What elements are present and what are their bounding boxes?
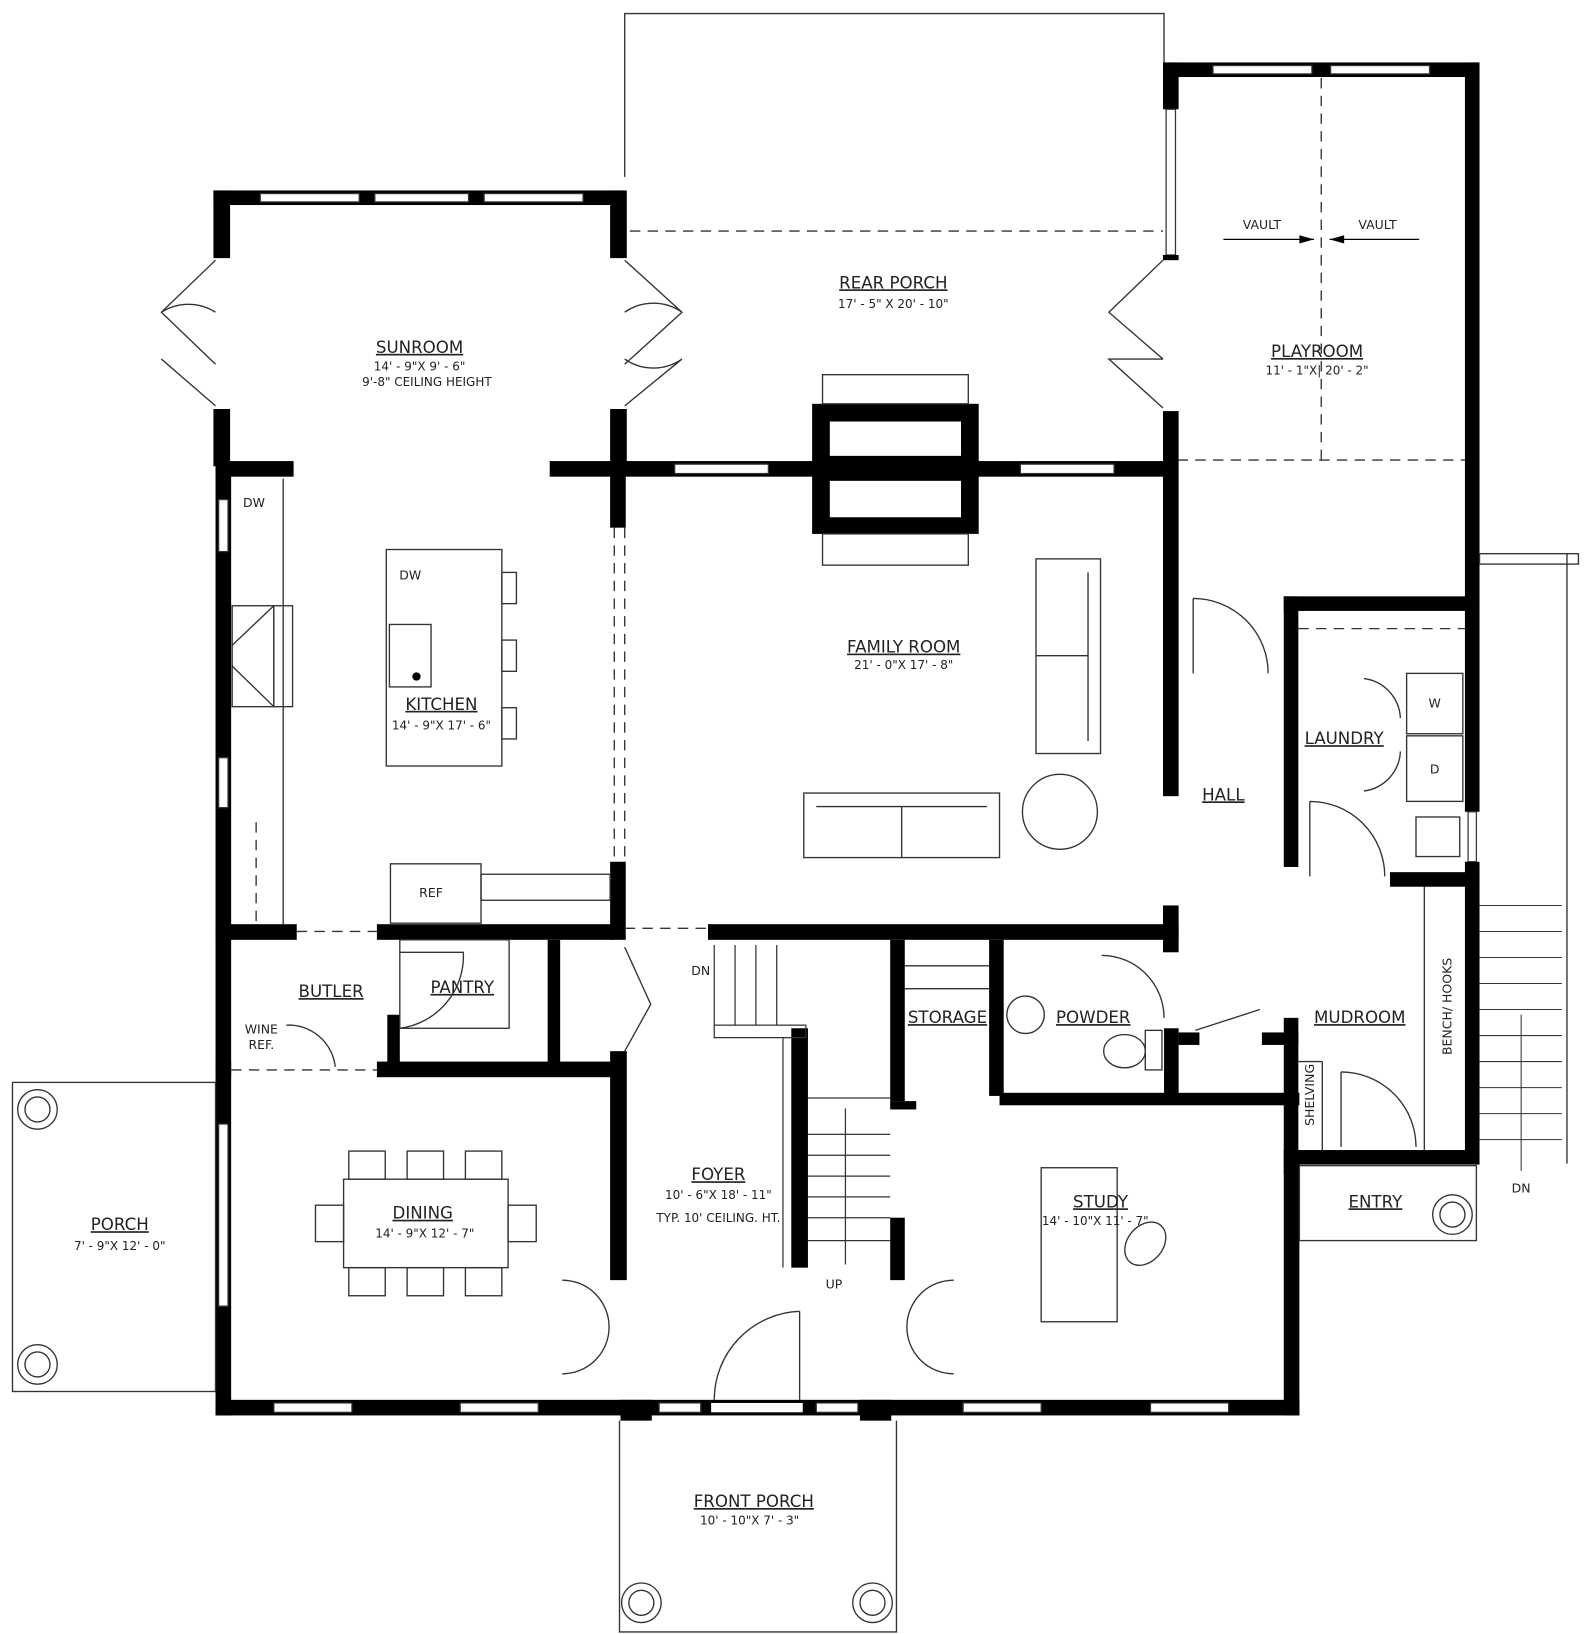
dining-label: DINING [393,1204,453,1223]
dryer [1405,735,1464,803]
playroom-vault-lines [1177,78,1465,461]
hall-label: HALL [1202,785,1245,804]
porch-label: PORCH [91,1215,149,1234]
laundry-label: LAUNDRY [1305,729,1385,748]
washer-label: W [1429,696,1441,711]
family-room-furniture [803,558,1102,859]
family-room-label: FAMILY ROOM [847,638,960,657]
front-porch-label: FRONT PORCH [694,1492,814,1511]
dw-island-label: DW [399,568,421,583]
vault-right-label: VAULT [1358,217,1397,232]
sink-icon [388,623,432,688]
playroom-dims: 11' - 1"X| 20' - 2" [1265,364,1368,378]
foyer-note: TYP. 10' CEILING. HT. [655,1211,780,1225]
exterior-stair [1478,553,1580,1171]
shelving-label: SHELVING [1302,1064,1317,1126]
sunroom-dims: 14' - 9"X 9' - 6" [374,360,466,374]
walls [213,62,1480,1421]
rear-porch-outline [624,12,1165,232]
rear-porch-dims: 17' - 5" X 20' - 10" [838,297,949,311]
interior-stair [713,945,891,1268]
kitchen-label: KITCHEN [405,695,477,714]
front-porch [618,1420,898,1633]
wine-ref-label-1: WINE [245,1021,278,1036]
sink-icon [1415,816,1461,858]
washer [1405,672,1464,735]
storage-label: STORAGE [908,1008,987,1027]
mudroom-label: MUDROOM [1314,1008,1405,1027]
side-porch [11,1081,217,1393]
dryer-label: D [1430,761,1440,776]
bench-hooks-label: BENCH/ HOOKS [1439,958,1454,1055]
ref-label: REF [419,885,443,900]
family-room-dims: 21' - 0"X 17' - 8" [854,658,953,672]
playroom-label: PLAYROOM [1271,342,1363,361]
dining-table [342,1178,509,1269]
study-label: STUDY [1073,1192,1129,1211]
chair-icon [1124,1221,1167,1266]
sunroom-label: SUNROOM [376,338,463,357]
sunroom-note: 9'-8" CEILING HEIGHT [362,375,492,389]
round-table-icon [1021,773,1099,850]
furniture [314,965,1167,1323]
vault-left-label: VAULT [1243,217,1282,232]
pantry-label: PANTRY [430,978,494,997]
wine-ref-label-2: REF. [248,1037,274,1052]
front-porch-dims: 10' - 10"X 7' - 3" [700,1514,799,1528]
powder-label: POWDER [1056,1008,1131,1027]
powder-sink-icon [1006,995,1045,1035]
stair-up-label: UP [826,1276,843,1291]
entry-label: ENTRY [1348,1192,1403,1211]
kitchen-fixtures [231,478,611,925]
laundry-fixtures [1298,672,1464,1151]
kitchen-dims: 14' - 9"X 17' - 6" [392,719,491,733]
doors [160,259,1417,1400]
foyer-dims: 10' - 6"X 18' - 11" [665,1188,772,1202]
study-dims: 14' - 10"X 11' - 7" [1042,1214,1149,1228]
foyer-label: FOYER [691,1165,745,1184]
dining-dims: 14' - 9"X 12' - 7" [375,1226,474,1240]
entry-porch [1298,1164,1478,1242]
toilet-icon [1102,1033,1146,1069]
rear-porch-label: REAR PORCH [839,273,947,292]
exterior-dn-label: DN [1512,1181,1531,1196]
desk [1040,1167,1118,1323]
dw-counter-label: DW [243,495,265,510]
butler-label: BUTLER [299,982,365,1001]
porch-dims: 7' - 9"X 12' - 0" [74,1239,166,1253]
stair-dn-label: DN [691,963,710,978]
room-labels: SUNROOM 14' - 9"X 9' - 6" 9'-8" CEILING … [74,217,1531,1528]
